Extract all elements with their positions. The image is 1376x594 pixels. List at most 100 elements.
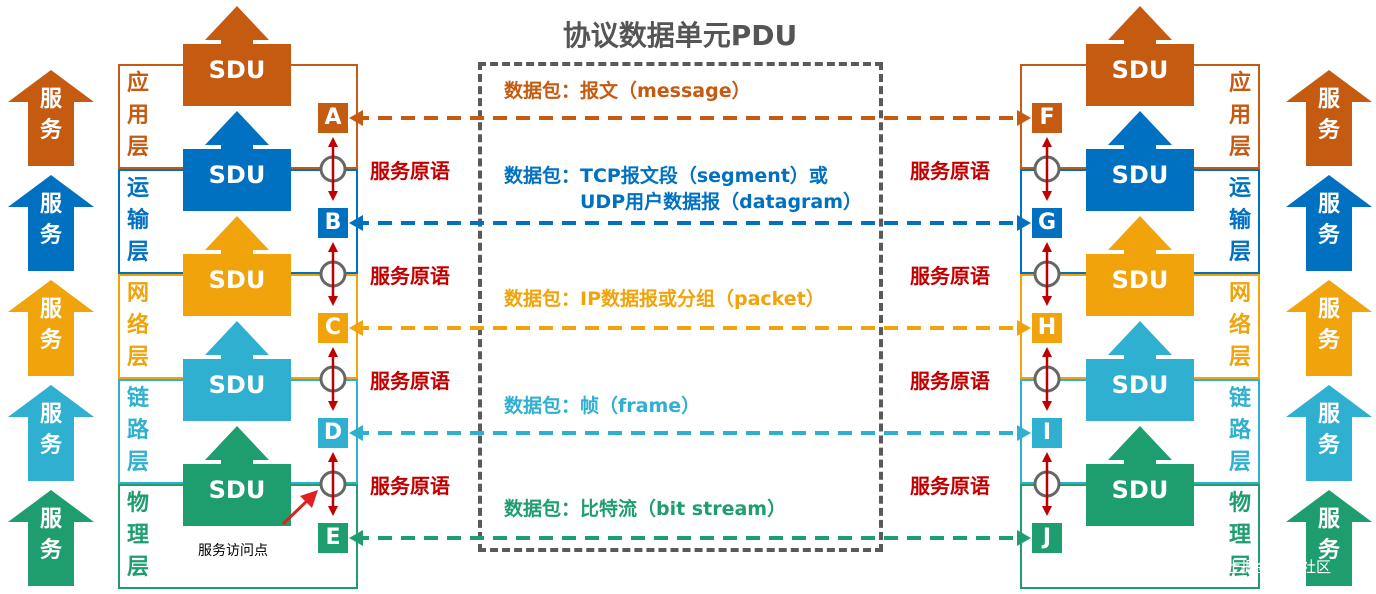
sdu-label: SDU bbox=[208, 266, 266, 294]
diagram-title: 协议数据单元PDU bbox=[562, 19, 798, 52]
left-primitive-label-3: 服务原语 bbox=[370, 474, 450, 498]
service-char: 务 bbox=[39, 118, 62, 143]
right-layer-name-3: 链路层 bbox=[1226, 383, 1254, 479]
right-sdu-arrow-4: SDU bbox=[1086, 426, 1194, 526]
layer-char: 路 bbox=[1228, 418, 1251, 443]
right-sdu-arrow-1: SDU bbox=[1086, 111, 1194, 211]
left-service-arrow-3: 服务 bbox=[8, 385, 94, 481]
layer-char: 层 bbox=[126, 240, 149, 265]
layer-char: 运 bbox=[1228, 176, 1251, 201]
left-layer-name-4: 物理层 bbox=[124, 488, 152, 584]
layer-char: 层 bbox=[126, 450, 149, 475]
left-primitive-label-0: 服务原语 bbox=[370, 159, 450, 183]
left-layer-name-3: 链路层 bbox=[124, 383, 152, 479]
sdu-label: SDU bbox=[208, 371, 266, 399]
service-label: 服务 bbox=[36, 189, 66, 251]
pdu-label-0: 数据包：报文（message） bbox=[504, 78, 751, 104]
service-char: 服 bbox=[1317, 87, 1340, 112]
layer-char: 层 bbox=[126, 345, 149, 370]
layer-char: 输 bbox=[126, 208, 149, 233]
pdu-region-box bbox=[478, 62, 883, 552]
layer-char: 层 bbox=[1228, 555, 1251, 580]
layer-char: 物 bbox=[126, 491, 149, 516]
right-node-3: I bbox=[1032, 418, 1062, 448]
layer-char: 络 bbox=[1228, 313, 1251, 338]
layer-char: 运 bbox=[126, 176, 149, 201]
service-char: 务 bbox=[39, 328, 62, 353]
right-node-4: J bbox=[1032, 523, 1062, 553]
right-primitive-label-0: 服务原语 bbox=[910, 159, 990, 183]
service-char: 务 bbox=[39, 538, 62, 563]
left-sdu-arrow-0: SDU bbox=[183, 6, 291, 106]
sdu-label: SDU bbox=[1111, 56, 1169, 84]
right-sdu-arrow-2: SDU bbox=[1086, 216, 1194, 316]
layer-char: 网 bbox=[126, 281, 149, 306]
service-char: 服 bbox=[39, 402, 62, 427]
right-layer-name-4: 物理层 bbox=[1226, 488, 1254, 584]
pdu-line: 数据包：比特流（bit stream） bbox=[504, 498, 787, 520]
right-layer-name-2: 网络层 bbox=[1226, 278, 1254, 374]
layer-char: 层 bbox=[1228, 450, 1251, 475]
left-sdu-arrow-4: SDU bbox=[183, 426, 291, 526]
right-service-arrow-3: 服务 bbox=[1286, 385, 1372, 481]
left-primitive-label-1: 服务原语 bbox=[370, 264, 450, 288]
pdu-label-3: 数据包：帧（frame） bbox=[504, 393, 700, 419]
pdu-label-2: 数据包：IP数据报或分组（packet） bbox=[504, 286, 825, 312]
left-primitive-label-2: 服务原语 bbox=[370, 369, 450, 393]
right-node-2: H bbox=[1032, 313, 1062, 343]
service-char: 服 bbox=[1317, 192, 1340, 217]
layer-char: 层 bbox=[1228, 240, 1251, 265]
pdu-line: 数据包：IP数据报或分组（packet） bbox=[504, 288, 825, 310]
layer-char: 络 bbox=[126, 313, 149, 338]
right-service-arrow-0: 服务 bbox=[1286, 70, 1372, 166]
service-char: 务 bbox=[39, 223, 62, 248]
service-char: 服 bbox=[39, 87, 62, 112]
left-layer-name-2: 网络层 bbox=[124, 278, 152, 374]
right-sdu-arrow-3: SDU bbox=[1086, 321, 1194, 421]
right-sdu-arrow-0: SDU bbox=[1086, 6, 1194, 106]
layer-char: 层 bbox=[1228, 345, 1251, 370]
service-char: 服 bbox=[39, 192, 62, 217]
layer-char: 链 bbox=[126, 386, 149, 411]
left-service-arrow-1: 服务 bbox=[8, 175, 94, 271]
layer-char: 链 bbox=[1228, 386, 1251, 411]
left-node-2: C bbox=[318, 313, 348, 343]
right-service-arrow-4: 服务 bbox=[1286, 490, 1372, 586]
service-label: 服务 bbox=[1314, 294, 1344, 356]
service-char: 务 bbox=[1317, 328, 1340, 353]
sdu-label: SDU bbox=[1111, 266, 1169, 294]
layer-char: 用 bbox=[126, 103, 149, 128]
pdu-label-4: 数据包：比特流（bit stream） bbox=[504, 496, 786, 522]
layer-char: 应 bbox=[1228, 71, 1251, 96]
pdu-line: 数据包：TCP报文段（segment）或 bbox=[504, 165, 828, 187]
service-label: 服务 bbox=[36, 294, 66, 356]
sdu-label: SDU bbox=[1111, 161, 1169, 189]
left-node-4: E bbox=[318, 523, 348, 553]
left-node-1: B bbox=[318, 208, 348, 238]
left-service-arrow-0: 服务 bbox=[8, 70, 94, 166]
watermark-text: @稀土掘金技术社区 bbox=[1196, 558, 1332, 576]
service-char: 服 bbox=[39, 507, 62, 532]
right-primitive-label-3: 服务原语 bbox=[910, 474, 990, 498]
left-sdu-arrow-2: SDU bbox=[183, 216, 291, 316]
left-node-0: A bbox=[318, 103, 348, 133]
right-layer-name-0: 应用层 bbox=[1226, 68, 1254, 164]
service-char: 务 bbox=[39, 433, 62, 458]
left-service-arrow-2: 服务 bbox=[8, 280, 94, 376]
right-node-1: G bbox=[1032, 208, 1062, 238]
service-label: 服务 bbox=[36, 84, 66, 146]
service-label: 服务 bbox=[1314, 504, 1344, 566]
sdu-label: SDU bbox=[1111, 476, 1169, 504]
layer-char: 应 bbox=[126, 71, 149, 96]
layer-char: 路 bbox=[126, 418, 149, 443]
service-char: 务 bbox=[1317, 118, 1340, 143]
layer-char: 网 bbox=[1228, 281, 1251, 306]
right-service-arrow-1: 服务 bbox=[1286, 175, 1372, 271]
layer-char: 输 bbox=[1228, 208, 1251, 233]
right-primitive-label-1: 服务原语 bbox=[910, 264, 990, 288]
service-access-point-label: 服务访问点 bbox=[198, 543, 268, 559]
left-sdu-arrow-3: SDU bbox=[183, 321, 291, 421]
right-node-0: F bbox=[1032, 103, 1062, 133]
pdu-line: 数据包：帧（frame） bbox=[504, 395, 701, 417]
